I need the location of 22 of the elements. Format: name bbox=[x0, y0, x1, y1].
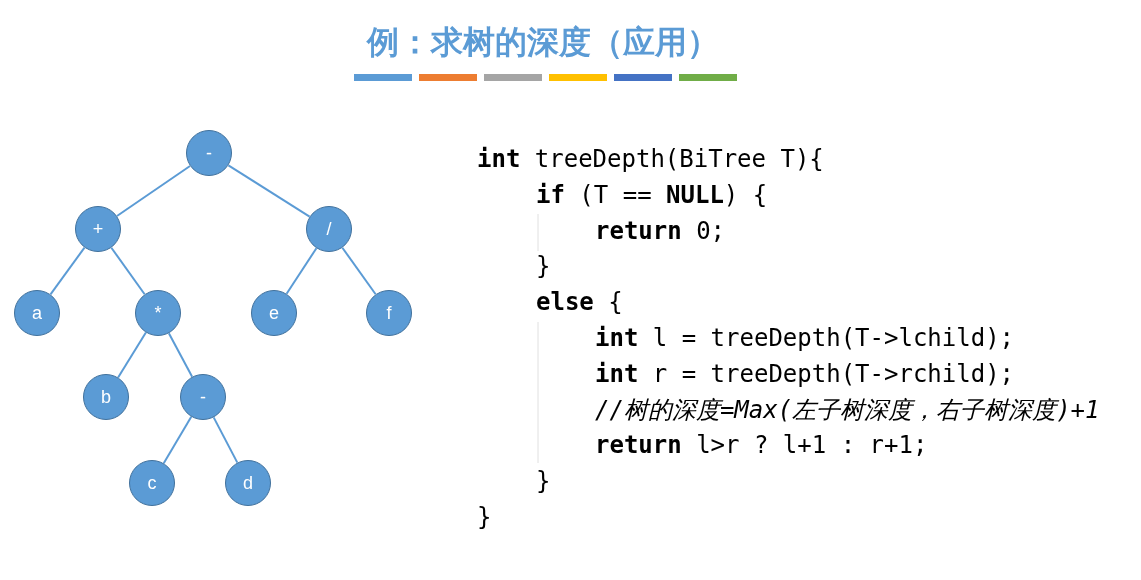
tree-edge bbox=[212, 416, 239, 464]
tree-edge bbox=[117, 331, 147, 379]
code-line: if (T == NULL) { bbox=[536, 179, 768, 211]
code-line: } bbox=[536, 466, 551, 498]
code-line: else { bbox=[536, 287, 623, 319]
code-line: int r = treeDepth(T->rchild); bbox=[595, 358, 1015, 390]
title: 例：求树的深度（应用） bbox=[365, 23, 720, 62]
code-line: int treeDepth(BiTree T){ bbox=[477, 144, 824, 175]
code-line: return 0; bbox=[595, 215, 726, 247]
tree-edge bbox=[167, 332, 194, 378]
tree-edge bbox=[285, 247, 318, 295]
tree-edge bbox=[341, 246, 377, 296]
tree-edge bbox=[116, 165, 191, 217]
code-line: return l>r ? l+1 : r+1; bbox=[595, 430, 928, 462]
tree-edge bbox=[49, 246, 86, 296]
code-line: //树的深度=Max(左子树深度，右子树深度)+1 bbox=[595, 394, 1100, 426]
tree-edge bbox=[227, 164, 311, 218]
code-line: int l = treeDepth(T->lchild); bbox=[595, 323, 1015, 354]
tree-edge bbox=[110, 246, 146, 296]
tree-edge bbox=[162, 415, 193, 465]
code-line: } bbox=[477, 501, 492, 533]
code-line: } bbox=[536, 251, 551, 283]
